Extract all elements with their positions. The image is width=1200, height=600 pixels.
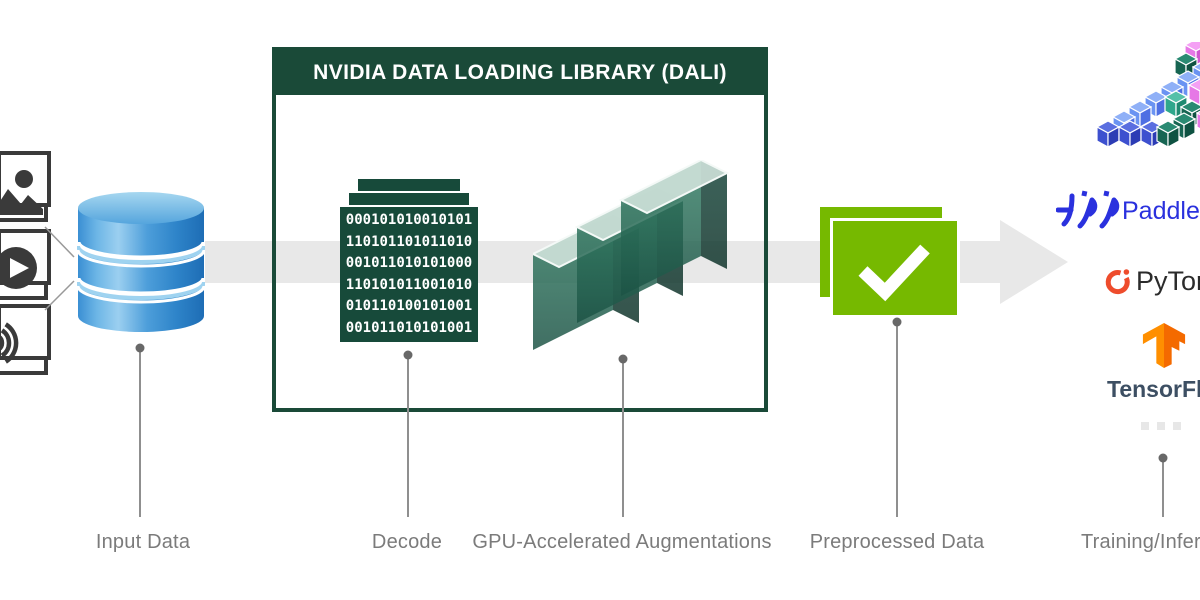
gpu-augmentation-cubes-icon bbox=[533, 160, 728, 351]
dali-title: NVIDIA DATA LOADING LIBRARY (DALI) bbox=[313, 61, 727, 84]
tensorflow-logo-icon bbox=[1142, 323, 1186, 369]
paddle-logo-icon bbox=[1056, 190, 1120, 229]
video-files-icon bbox=[0, 229, 51, 300]
tensorflow-label: TensorFlow bbox=[1107, 376, 1200, 402]
ellipsis-dot bbox=[1141, 422, 1149, 430]
label-augmentations: GPU-Accelerated Augmentations bbox=[472, 531, 772, 553]
binary-line: 001011010101000 bbox=[345, 255, 473, 271]
label-preprocessed: Preprocessed Data bbox=[809, 531, 985, 553]
paddle-label: PaddlePaddle bbox=[1122, 197, 1200, 225]
checkmark-icon bbox=[858, 244, 930, 302]
label-input-data: Input Data bbox=[95, 531, 191, 553]
pipeline-arrow-head bbox=[1000, 220, 1068, 304]
ellipsis-dot bbox=[1173, 422, 1181, 430]
binary-line: 010110100101001 bbox=[345, 298, 473, 314]
binary-line: 001011010101001 bbox=[345, 319, 473, 336]
label-training: Training/Inference bbox=[1080, 531, 1200, 553]
more-frameworks-ellipsis bbox=[1141, 422, 1181, 430]
dali-library-box: NVIDIA DATA LOADING LIBRARY (DALI) bbox=[272, 47, 768, 412]
audio-glyph bbox=[0, 322, 19, 364]
pytorch-label: PyTorch bbox=[1136, 266, 1200, 296]
binary-line: 110101101011010 bbox=[345, 233, 473, 250]
binary-line: 000101010010101 bbox=[345, 212, 473, 228]
database-icon bbox=[77, 192, 205, 332]
image-glyph bbox=[0, 170, 43, 215]
binary-line: 110101011001010 bbox=[345, 276, 473, 293]
audio-files-icon bbox=[0, 304, 51, 375]
dali-header-bar: NVIDIA DATA LOADING LIBRARY (DALI) bbox=[276, 51, 764, 95]
ellipsis-dot bbox=[1157, 422, 1165, 430]
decode-stack-tab-1 bbox=[358, 179, 460, 191]
video-glyph bbox=[0, 247, 37, 289]
pytorch-logo-icon bbox=[1105, 269, 1130, 295]
image-files-icon bbox=[0, 151, 51, 222]
decode-binary-block: 000101010010101 110101101011010 00101101… bbox=[340, 207, 478, 342]
decode-stack-tab-2 bbox=[349, 193, 469, 205]
label-decode: Decode bbox=[371, 531, 443, 553]
mxnet-logo bbox=[1096, 42, 1200, 148]
preprocessed-card-front bbox=[830, 218, 960, 318]
